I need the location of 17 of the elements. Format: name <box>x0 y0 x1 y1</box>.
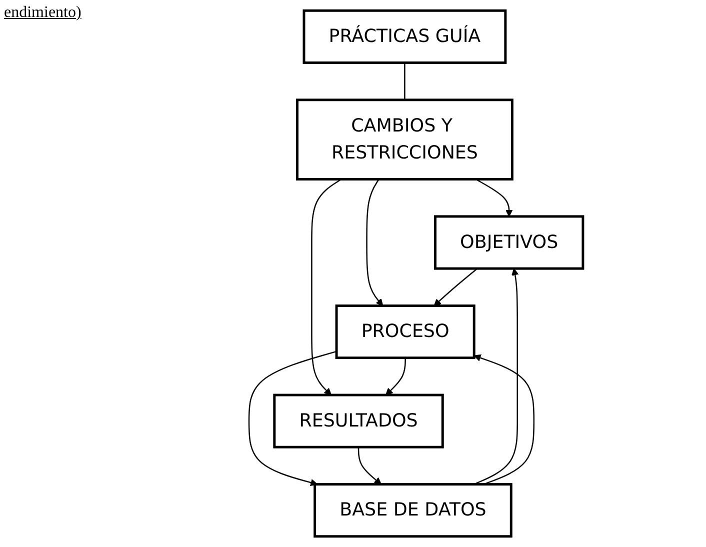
node-box: BASE DE DATOS <box>314 483 512 538</box>
node-box: OBJETIVOS <box>434 215 584 270</box>
node-box: PRÁCTICAS GUÍA <box>302 9 507 64</box>
arrow <box>358 447 382 485</box>
connector <box>404 62 406 100</box>
arrow <box>474 354 535 485</box>
node-box: RESULTADOS <box>273 394 444 448</box>
node-box: CAMBIOS Y RESTRICCIONES <box>296 98 514 180</box>
arrow <box>476 178 513 217</box>
arrow <box>248 350 337 486</box>
arrow <box>386 358 406 396</box>
arrow <box>474 268 519 485</box>
note-text: endimiento) <box>4 4 82 22</box>
arrow <box>311 178 342 396</box>
arrow <box>366 178 384 306</box>
node-box: PROCESO <box>335 304 476 360</box>
arrow <box>434 268 478 306</box>
